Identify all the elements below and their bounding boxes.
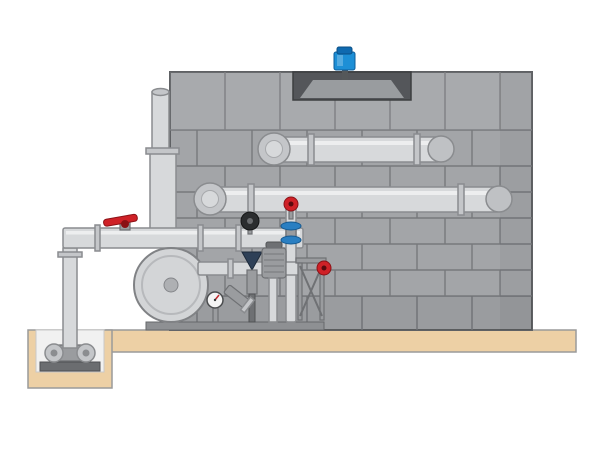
control-valve xyxy=(240,211,263,323)
sump-pump-hub-right xyxy=(82,349,90,357)
stand-leg-left xyxy=(297,262,303,321)
motor-body xyxy=(261,247,287,279)
y-strainer xyxy=(223,284,256,314)
header-flange-3 xyxy=(235,224,242,252)
pump-skid-group xyxy=(133,196,332,331)
concrete-slab-group xyxy=(27,329,577,389)
sump-riser-run xyxy=(62,247,78,349)
basin-interior xyxy=(300,80,404,98)
upper-distribution-pipe xyxy=(257,132,455,166)
stand-cross-brace xyxy=(299,265,323,317)
header-flange-1 xyxy=(94,224,101,252)
left-riser-lower xyxy=(149,149,177,236)
upper-pipe-flange-2 xyxy=(413,133,421,166)
equipment-stand xyxy=(295,257,332,321)
middle-pipe-flange-2 xyxy=(457,183,465,216)
control-valve-body xyxy=(241,251,263,272)
left-riser-upper xyxy=(151,91,170,155)
stand-valve-hub xyxy=(321,265,327,271)
pump-volute xyxy=(133,247,209,323)
header-highlight xyxy=(66,231,300,235)
check-valve-flange-top xyxy=(280,221,302,231)
manifold-flange-1 xyxy=(227,258,234,279)
inline-pump-motor xyxy=(261,241,287,323)
strainer-flange xyxy=(239,296,256,314)
motor-drop-pipe xyxy=(268,277,278,323)
skid-base-rails xyxy=(145,321,325,331)
middle-pipe-flange-1 xyxy=(247,183,255,216)
volute-hub xyxy=(163,277,179,293)
left-riser-flange xyxy=(145,147,180,155)
suction-header-pipe xyxy=(62,224,304,252)
sump-riser-flange xyxy=(57,251,83,258)
butterfly-valve-pivot xyxy=(121,220,129,228)
butterfly-valve xyxy=(103,213,138,231)
globe-valve-stem xyxy=(288,210,294,220)
volute-ring xyxy=(141,255,201,315)
motor-ribs xyxy=(264,253,284,273)
motor-cap xyxy=(265,241,283,249)
pressure-gauge xyxy=(206,291,224,323)
sensor-cap xyxy=(336,46,353,55)
stand-top-plate xyxy=(295,257,327,264)
middle-pipe-elbow-face xyxy=(201,190,219,208)
middle-distribution-pipe xyxy=(193,182,513,216)
upper-pipe-highlight xyxy=(276,141,436,145)
sensor-stem xyxy=(342,70,348,80)
control-valve-hub xyxy=(247,218,253,224)
header-flange-2 xyxy=(197,224,204,252)
left-riser-top-cap xyxy=(151,87,170,97)
sensor-highlight xyxy=(337,55,343,66)
concrete-slab xyxy=(105,329,577,353)
upper-pipe-flange-1 xyxy=(307,133,315,166)
level-sensor xyxy=(333,46,356,80)
piping-group xyxy=(57,87,513,349)
upper-pipe-end-cap xyxy=(427,135,455,163)
left-riser-pipe xyxy=(145,87,180,236)
check-valve-flange-bottom xyxy=(280,235,302,245)
gauge-hub xyxy=(213,298,217,302)
sump-pump-baseplate xyxy=(39,361,101,372)
middle-pipe-highlight xyxy=(212,191,496,195)
control-valve-column xyxy=(246,269,258,295)
upper-pipe-elbow-face xyxy=(265,140,283,158)
globe-valve-hub xyxy=(288,201,294,207)
middle-pipe-end-cap xyxy=(485,185,513,213)
sump-pump-hub-left xyxy=(50,349,58,357)
